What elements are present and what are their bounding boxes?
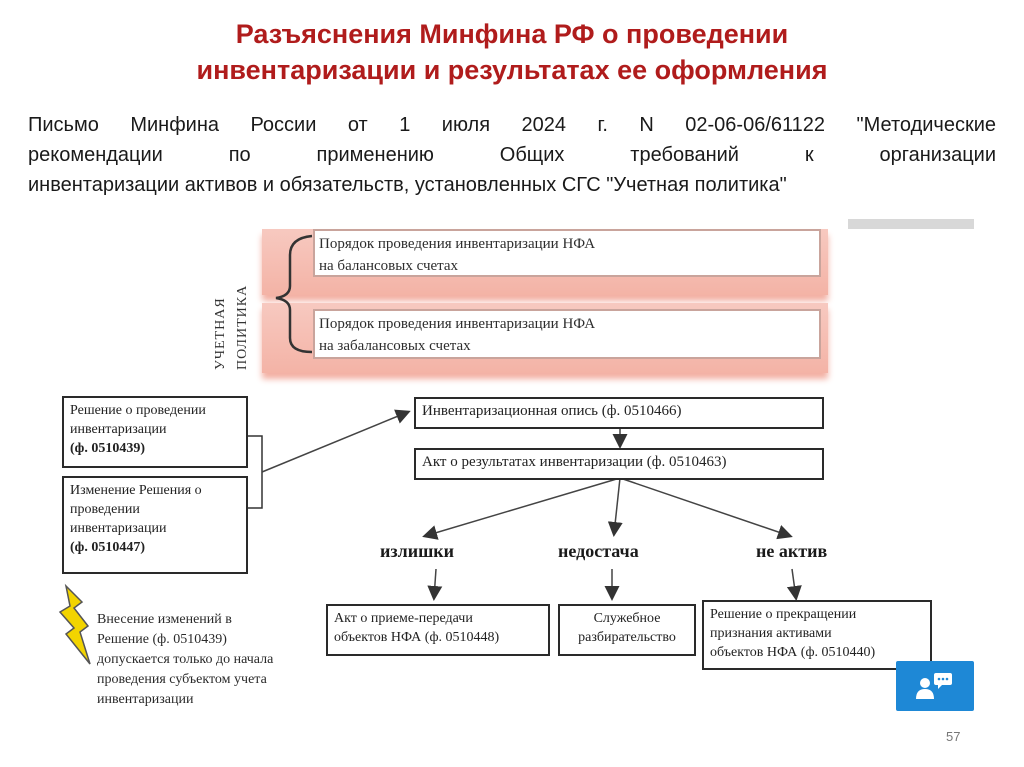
inventory-list-label: Инвентаризационная опись (ф. 0510466) [422,403,682,419]
not-asset-line3: объектов НФА (ф. 0510440) [710,645,876,660]
change-line4: (ф. 0510447) [70,540,146,555]
chat-support-button[interactable] [896,661,974,711]
note-line5: инвентаризации [97,692,194,707]
change-line2: проведении [70,502,140,517]
left-group-bracket [248,435,263,509]
not-asset-line1: Решение о прекращении [710,607,857,622]
scan-edge [848,219,974,229]
policy-box-balance-line2: на балансовых счетах [319,258,459,274]
outcome-shortage: недостача [558,541,639,561]
document-reference: Письмо Минфина России от 1 июля 2024 г. … [28,110,996,200]
reference-line1: Письмо Минфина России от 1 июля 2024 г. … [28,114,996,136]
policy-label-line1: УЧЕТНАЯ [213,297,228,370]
change-note: Внесение изменений в Решение (ф. 0510439… [97,610,337,710]
policy-box-offbalance-line1: Порядок проведения инвентаризации НФА [319,316,596,332]
not-asset-line2: признания активами [710,626,832,641]
arrow-not-asset-down [786,568,802,601]
policy-box-offbalance-line2: на забалансовых счетах [319,338,471,354]
shortage-line1: Служебное [593,611,661,626]
results-act-label: Акт о результатах инвентаризации (ф. 051… [422,454,727,470]
note-line2: Решение (ф. 0510439) [97,632,227,647]
policy-box-balance: Порядок проведения инвентаризации НФА на… [313,229,821,277]
surplus-line2: объектов НФА (ф. 0510448) [334,630,500,645]
shortage-line2: разбирательство [578,630,676,645]
note-line4: проведения субъектом учета [97,672,267,687]
inventory-list-box: Инвентаризационная опись (ф. 0510466) [414,397,824,429]
results-act-box: Акт о результатах инвентаризации (ф. 051… [414,448,824,480]
lightning-icon [58,583,91,665]
shortage-investigation-box: Служебное разбирательство [558,604,696,656]
policy-label-line2: ПОЛИТИКА [235,285,250,370]
outcome-surplus: излишки [380,541,455,561]
change-decision-box: Изменение Решения о проведении инвентари… [62,476,248,574]
accounting-policy-label: УЧЕТНАЯ ПОЛИТИКА [213,285,250,370]
outcome-not-asset: не актив [756,541,828,561]
surplus-act-box: Акт о приеме-передачи объектов НФА (ф. 0… [326,604,550,656]
arrow-to-inventory [261,409,411,473]
arrow-to-shortage [607,477,623,537]
reference-line2: рекомендации по применению Общих требова… [28,144,996,166]
note-line3: допускается только до начала [97,652,274,667]
page-number: 57 [946,729,961,744]
decision-line1: Решение о проведении [70,403,206,418]
reference-line3: инвентаризации активов и обязательств, у… [28,174,787,196]
page-title-line2: инвентаризации и результатах ее оформлен… [196,55,828,85]
chat-support-icon [916,673,952,699]
policy-box-balance-line1: Порядок проведения инвентаризации НФА [319,236,596,252]
decision-line3: (ф. 0510439) [70,441,146,456]
arrow-to-not-asset [619,477,793,540]
arrow-to-surplus [422,477,621,540]
change-line3: инвентаризации [70,521,167,536]
surplus-line1: Акт о приеме-передачи [334,611,473,626]
change-line1: Изменение Решения о [70,483,202,498]
page-title-line1: Разъяснения Минфина РФ о проведении [235,19,789,49]
page-title: Разъяснения Минфина РФ о проведении инве… [0,16,1024,88]
not-asset-decision-box: Решение о прекращении признания активами… [702,600,932,670]
policy-brace [275,234,313,354]
note-line1: Внесение изменений в [97,612,232,627]
policy-box-offbalance: Порядок проведения инвентаризации НФА на… [313,309,821,359]
decision-line2: инвентаризации [70,422,167,437]
arrow-surplus-down [427,568,443,601]
decision-box: Решение о проведении инвентаризации (ф. … [62,396,248,468]
